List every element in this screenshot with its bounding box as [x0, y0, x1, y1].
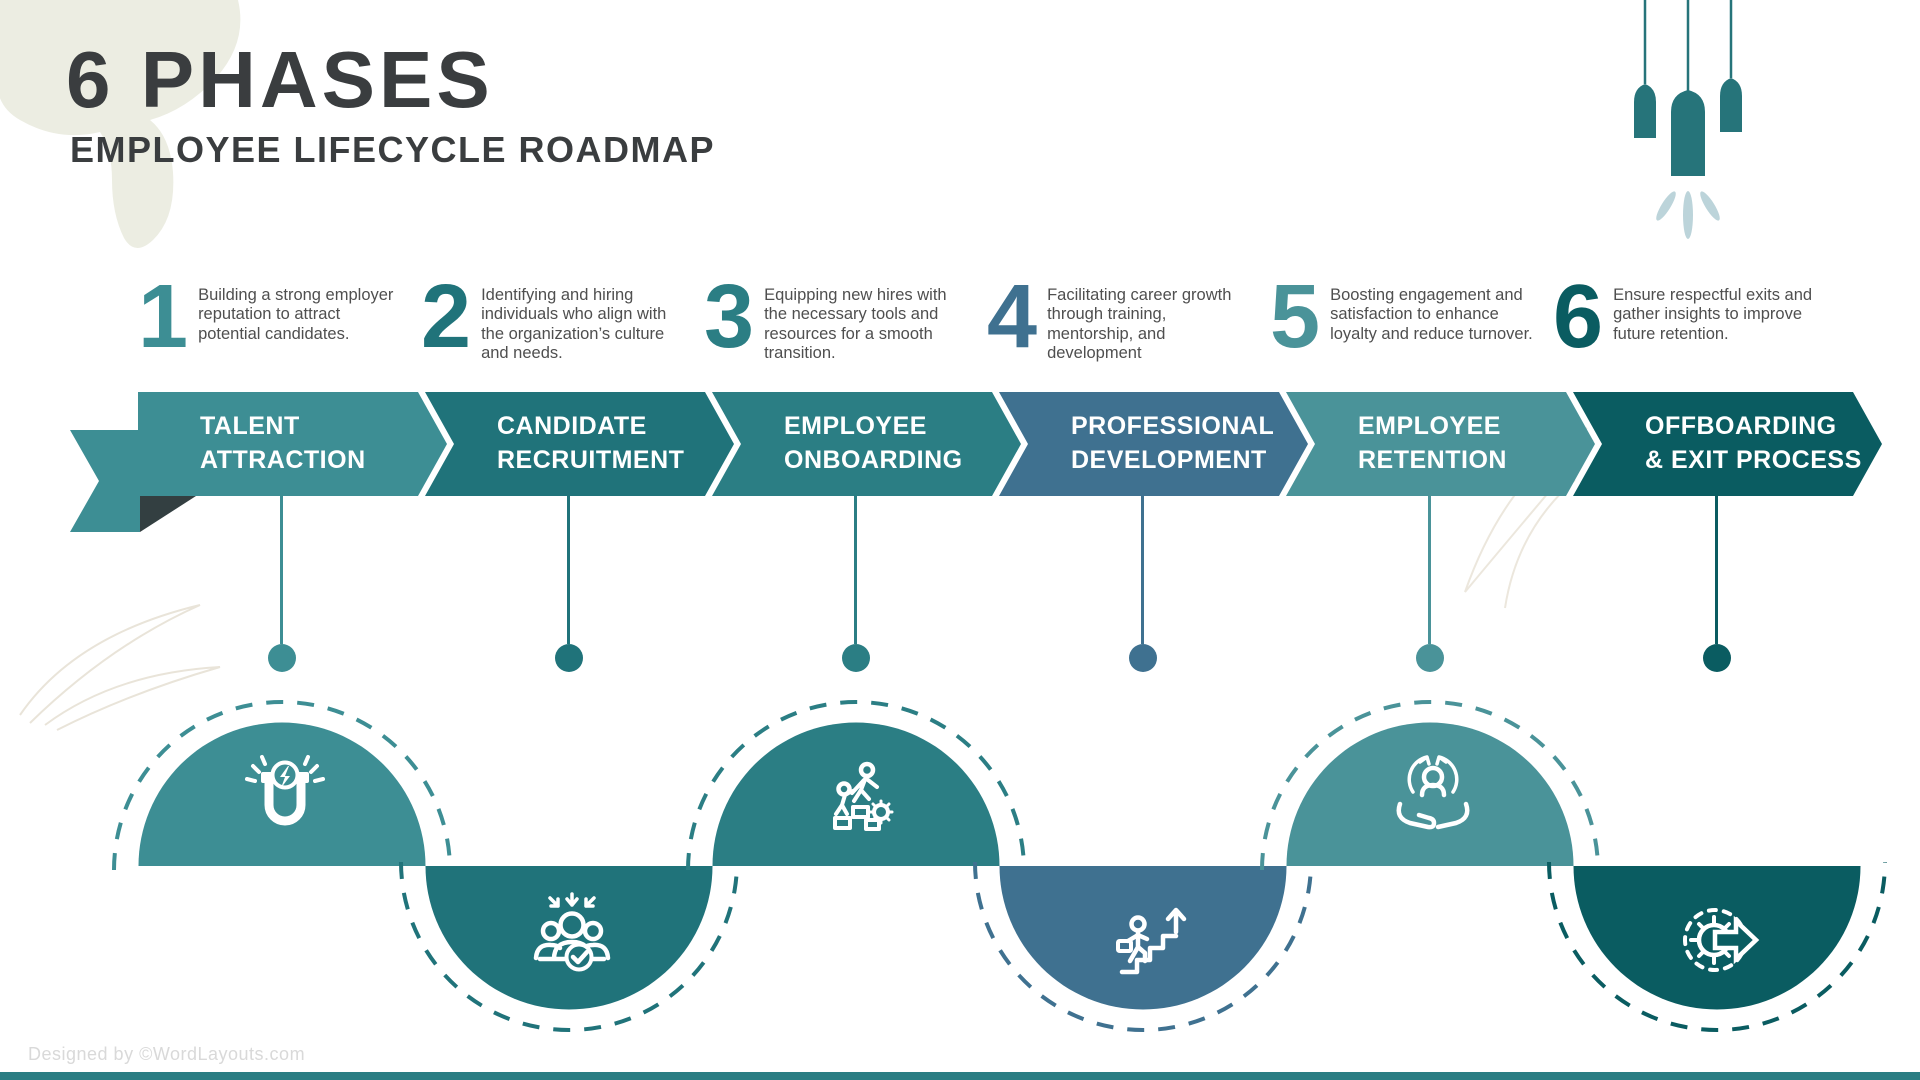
connector-dot — [554, 644, 583, 672]
career-stairs-icon — [1115, 907, 1186, 975]
banner-segment-talent-attraction: TALENT ATTRACTION — [138, 392, 447, 496]
segment-label-line1: EMPLOYEE — [1358, 412, 1501, 441]
connector-dot — [841, 644, 870, 672]
banner-segment-employee-onboarding: EMPLOYEE ONBOARDING — [712, 392, 1021, 496]
segment-label-line2: RECRUITMENT — [497, 446, 685, 474]
phase-description-2: 2 Identifying and hiring individuals who… — [421, 267, 689, 367]
phase-description-4: 4 Facilitating career growth through tra… — [987, 267, 1255, 367]
care-hands-icon — [1396, 755, 1469, 830]
phase-description-6: 6 Ensure respectful exits and gather ins… — [1553, 267, 1821, 367]
phase-dome-2 — [398, 861, 739, 1032]
phase-dome-1 — [111, 700, 452, 871]
phase-number: 4 — [987, 267, 1037, 367]
connector-line — [280, 496, 283, 644]
phase-number: 3 — [704, 267, 754, 367]
phase-text: Identifying and hiring individuals who a… — [481, 286, 667, 363]
connector-line — [1715, 496, 1718, 644]
magnet-icon — [244, 755, 325, 826]
phase-dome-3 — [685, 700, 1026, 871]
climb-assist-icon — [832, 761, 893, 831]
beige-blob — [0, 0, 241, 248]
connector-line — [1141, 496, 1144, 644]
phase-dome-5 — [1259, 700, 1600, 871]
segment-label-line1: TALENT — [200, 412, 300, 441]
phase-description-1: 1 Building a strong employer reputation … — [138, 267, 406, 367]
banner-segment-candidate-recruitment: CANDIDATE RECRUITMENT — [425, 392, 734, 496]
page-subtitle: EMPLOYEE LIFECYCLE ROADMAP — [70, 129, 716, 170]
page-title: 6 PHASES — [66, 35, 494, 124]
phase-dome-4 — [972, 861, 1313, 1032]
connector-dot — [1702, 644, 1731, 672]
leaf-line-art — [19, 604, 221, 731]
pendant-lights-icon — [1634, 0, 1742, 239]
phase-description-3: 3 Equipping new hires with the necessary… — [704, 267, 972, 367]
banner-segment-offboarding-exit: OFFBOARDING & EXIT PROCESS — [1573, 392, 1882, 496]
segment-label-line2: ONBOARDING — [784, 446, 963, 474]
phase-number: 1 — [138, 267, 188, 367]
phase-text: Equipping new hires with the necessary t… — [764, 286, 947, 363]
connector-line — [854, 496, 857, 644]
banner-segment-professional-development: PROFESSIONAL DEVELOPMENT — [999, 392, 1308, 496]
connector-dot — [1415, 644, 1444, 672]
segment-label-line2: RETENTION — [1358, 446, 1507, 474]
exit-gear-icon — [1682, 908, 1759, 972]
phase-description-5: 5 Boosting engagement and satisfaction t… — [1270, 267, 1538, 367]
phase-number: 6 — [1553, 267, 1603, 367]
phase-number: 2 — [421, 267, 471, 367]
connector-dot — [267, 644, 296, 672]
phase-text: Building a strong employer reputation to… — [198, 286, 394, 343]
phase-text: Facilitating career growth through train… — [1047, 286, 1232, 363]
segment-label-line1: OFFBOARDING — [1645, 412, 1837, 441]
segment-label-line2: ATTRACTION — [200, 446, 366, 474]
connector-line — [1428, 496, 1431, 644]
team-check-icon — [533, 892, 610, 972]
phase-text: Boosting engagement and satisfaction to … — [1330, 286, 1533, 343]
segment-label-line1: EMPLOYEE — [784, 412, 927, 441]
ribbon-tail — [70, 430, 196, 532]
segment-label-line1: CANDIDATE — [497, 412, 647, 441]
segment-label-line2: & EXIT PROCESS — [1645, 446, 1862, 474]
footer-credit: Designed by ©WordLayouts.com — [28, 1044, 306, 1064]
segment-label-line1: PROFESSIONAL — [1071, 412, 1275, 441]
phase-text: Ensure respectful exits and gather insig… — [1613, 286, 1813, 343]
segment-label-line2: DEVELOPMENT — [1071, 446, 1267, 474]
bottom-accent-bar — [0, 1072, 1920, 1080]
connector-dot — [1128, 644, 1157, 672]
phase-dome-6 — [1546, 861, 1887, 1032]
banner-segment-employee-retention: EMPLOYEE RETENTION — [1286, 392, 1595, 496]
phase-number: 5 — [1270, 267, 1320, 367]
connector-line — [567, 496, 570, 644]
